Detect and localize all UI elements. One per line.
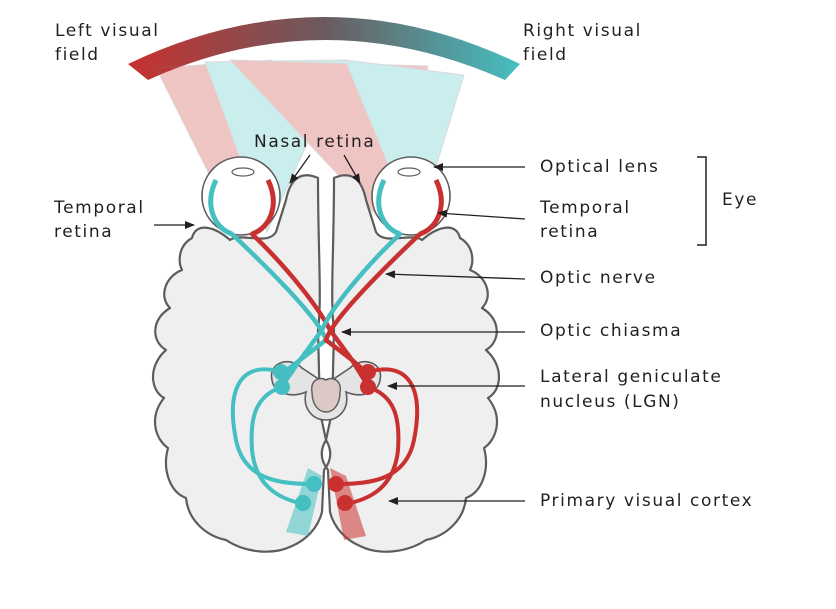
right-visual-field-label-line1: Right visual <box>523 21 642 41</box>
pointer-arrows <box>154 154 526 505</box>
optic-chiasma-label: Optic chiasma <box>540 321 683 341</box>
eye-label: Eye <box>722 190 759 210</box>
optic-radiations <box>231 367 419 506</box>
optic-nerves <box>229 231 423 389</box>
temporal-retina-right-label-line1: Temporal <box>540 198 631 218</box>
temporal-retina-left-label-line2: retina <box>54 222 114 242</box>
midbrain <box>270 360 382 421</box>
lgn-label-line2: nucleus (LGN) <box>540 392 681 412</box>
nasal-retina-label: Nasal retina <box>254 132 376 152</box>
temporal-retina-left-label-line1: Temporal <box>54 198 145 218</box>
optic-nerve-label: Optic nerve <box>540 268 657 288</box>
visual-cortex-patches <box>286 468 366 540</box>
right-visual-field-label-line2: field <box>523 45 568 65</box>
left-visual-field-label-line1: Left visual <box>55 21 160 41</box>
temporal-retina-right-label-line2: retina <box>540 222 600 242</box>
left-eye <box>201 156 281 237</box>
lgn-label-line1: Lateral geniculate <box>540 367 723 387</box>
brain-outline <box>152 174 500 553</box>
right-eye <box>371 156 451 237</box>
visual-field-arc <box>128 17 520 80</box>
eye-bracket <box>697 156 707 246</box>
left-visual-field-label-line2: field <box>55 45 100 65</box>
primary-visual-cortex-label: Primary visual cortex <box>540 491 754 511</box>
optical-lens-label: Optical lens <box>540 157 660 177</box>
